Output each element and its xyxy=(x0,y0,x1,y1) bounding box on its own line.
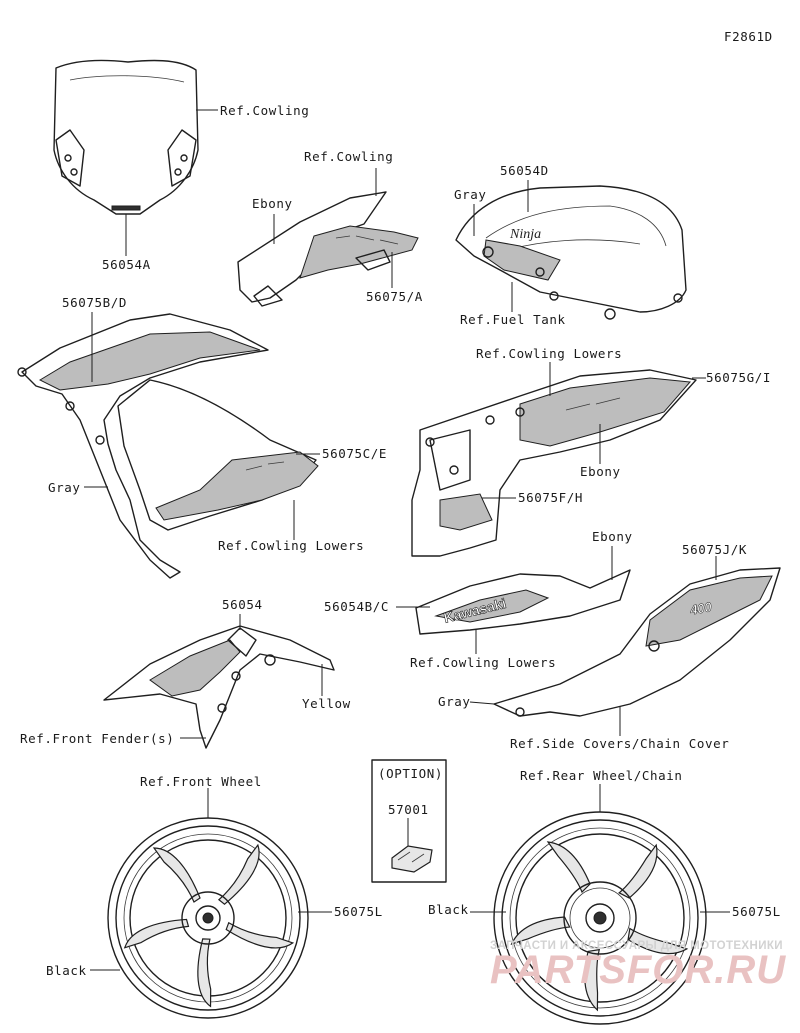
label-ebony-tail: Ebony xyxy=(252,196,293,211)
label-gray-cowling: Gray xyxy=(48,480,81,495)
label-yellow: Yellow xyxy=(302,696,351,711)
label-57001: 57001 xyxy=(388,802,429,817)
rear-wheel-drawing xyxy=(470,784,730,1025)
label-ref-front-wheel: Ref.Front Wheel xyxy=(140,774,262,789)
label-gray-tank: Gray xyxy=(454,187,487,202)
label-56075l-front: 56075L xyxy=(334,904,383,919)
label-ebony-right: Ebony xyxy=(580,464,621,479)
label-ref-cowling-lowers-right: Ref.Cowling Lowers xyxy=(476,346,623,361)
lower-cowling-drawing xyxy=(411,362,706,557)
watermark-tagline: ЗАПЧАСТИ И АКСЕССУАРЫ ДЛЯ МОТОТЕХНИКИ xyxy=(490,940,783,952)
label-black-rear: Black xyxy=(428,902,469,917)
label-56075bd: 56075B/D xyxy=(62,295,128,310)
label-ref-cowling-lowers-lower: Ref.Cowling Lowers xyxy=(410,655,557,670)
label-56075l-rear: 56075L xyxy=(732,904,781,919)
figure-id: F2861D xyxy=(724,29,773,44)
kawasaki-lower-drawing: Kawasaki xyxy=(396,546,631,654)
option-box-drawing xyxy=(371,759,447,883)
label-56054d: 56054D xyxy=(500,163,549,178)
side-logo-text: 400 xyxy=(688,599,714,618)
side-cover-drawing: 400 xyxy=(469,556,781,736)
label-56054a: 56054A xyxy=(102,257,151,272)
label-ref-front-fender: Ref.Front Fender(s) xyxy=(20,731,175,746)
label-56075a: 56075/A xyxy=(366,289,423,304)
upper-cowling-drawing xyxy=(17,312,320,579)
label-ref-rear-wheel: Ref.Rear Wheel/Chain xyxy=(520,768,683,783)
label-option: (OPTION) xyxy=(378,766,444,781)
watermark-brand: PARTSFOR.RU xyxy=(490,948,787,992)
label-ref-side-covers: Ref.Side Covers/Chain Cover xyxy=(510,736,730,751)
front-wheel-drawing xyxy=(90,788,332,1019)
label-56054: 56054 xyxy=(222,597,263,612)
label-ref-cowling-screen: Ref.Cowling xyxy=(220,103,310,118)
label-56075fh: 56075F/H xyxy=(518,490,584,505)
label-56075gi: 56075G/I xyxy=(706,370,772,385)
label-56054bc: 56054B/C xyxy=(324,599,390,614)
front-fender-drawing xyxy=(103,614,335,749)
label-56075jk: 56075J/K xyxy=(682,542,748,557)
tank-logo-text: Ninja xyxy=(509,227,541,242)
label-56075ce: 56075C/E xyxy=(322,446,388,461)
label-ref-fuel-tank: Ref.Fuel Tank xyxy=(460,312,566,327)
tail-cowling-drawing xyxy=(237,168,419,307)
label-ebony-lower: Ebony xyxy=(592,529,633,544)
windscreen-drawing xyxy=(53,59,218,256)
label-ref-cowling-lowers-left: Ref.Cowling Lowers xyxy=(218,538,365,553)
label-gray-side: Gray xyxy=(438,694,471,709)
label-black-front: Black xyxy=(46,963,87,978)
fuel-tank-drawing: Ninja xyxy=(455,180,687,320)
label-ref-cowling-tail: Ref.Cowling xyxy=(304,149,394,164)
